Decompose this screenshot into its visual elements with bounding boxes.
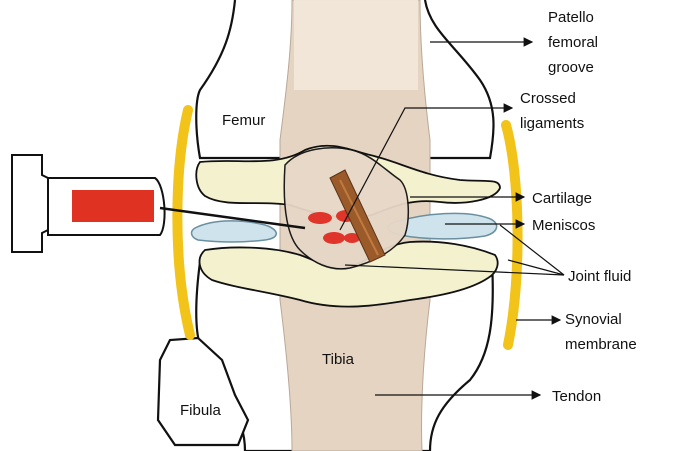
label-tibia: Tibia bbox=[322, 351, 355, 368]
patellofemoral-groove bbox=[294, 0, 418, 90]
label-synovial-1: Synovial bbox=[565, 311, 622, 328]
meniscus-left bbox=[192, 221, 277, 242]
label-synovial-2: membrane bbox=[565, 336, 637, 353]
label-joint-fluid: Joint fluid bbox=[568, 268, 631, 285]
label-crossed-2: ligaments bbox=[520, 115, 584, 132]
synovial-membrane-right bbox=[506, 125, 518, 345]
joint-fluid-drop-3 bbox=[323, 232, 345, 244]
label-tendon: Tendon bbox=[552, 388, 601, 405]
label-fibula: Fibula bbox=[180, 402, 222, 419]
label-crossed-1: Crossed bbox=[520, 90, 576, 107]
label-meniscos: Meniscos bbox=[532, 217, 595, 234]
label-patello-1: Patello bbox=[548, 9, 594, 26]
syringe-fluid bbox=[72, 190, 154, 222]
label-cartilage: Cartilage bbox=[532, 190, 592, 207]
label-patello-3: groove bbox=[548, 59, 594, 76]
label-patello-2: femoral bbox=[548, 34, 598, 51]
joint-fluid-drop-1 bbox=[308, 212, 332, 224]
synovial-membrane-left bbox=[177, 110, 190, 335]
label-femur: Femur bbox=[222, 112, 265, 129]
